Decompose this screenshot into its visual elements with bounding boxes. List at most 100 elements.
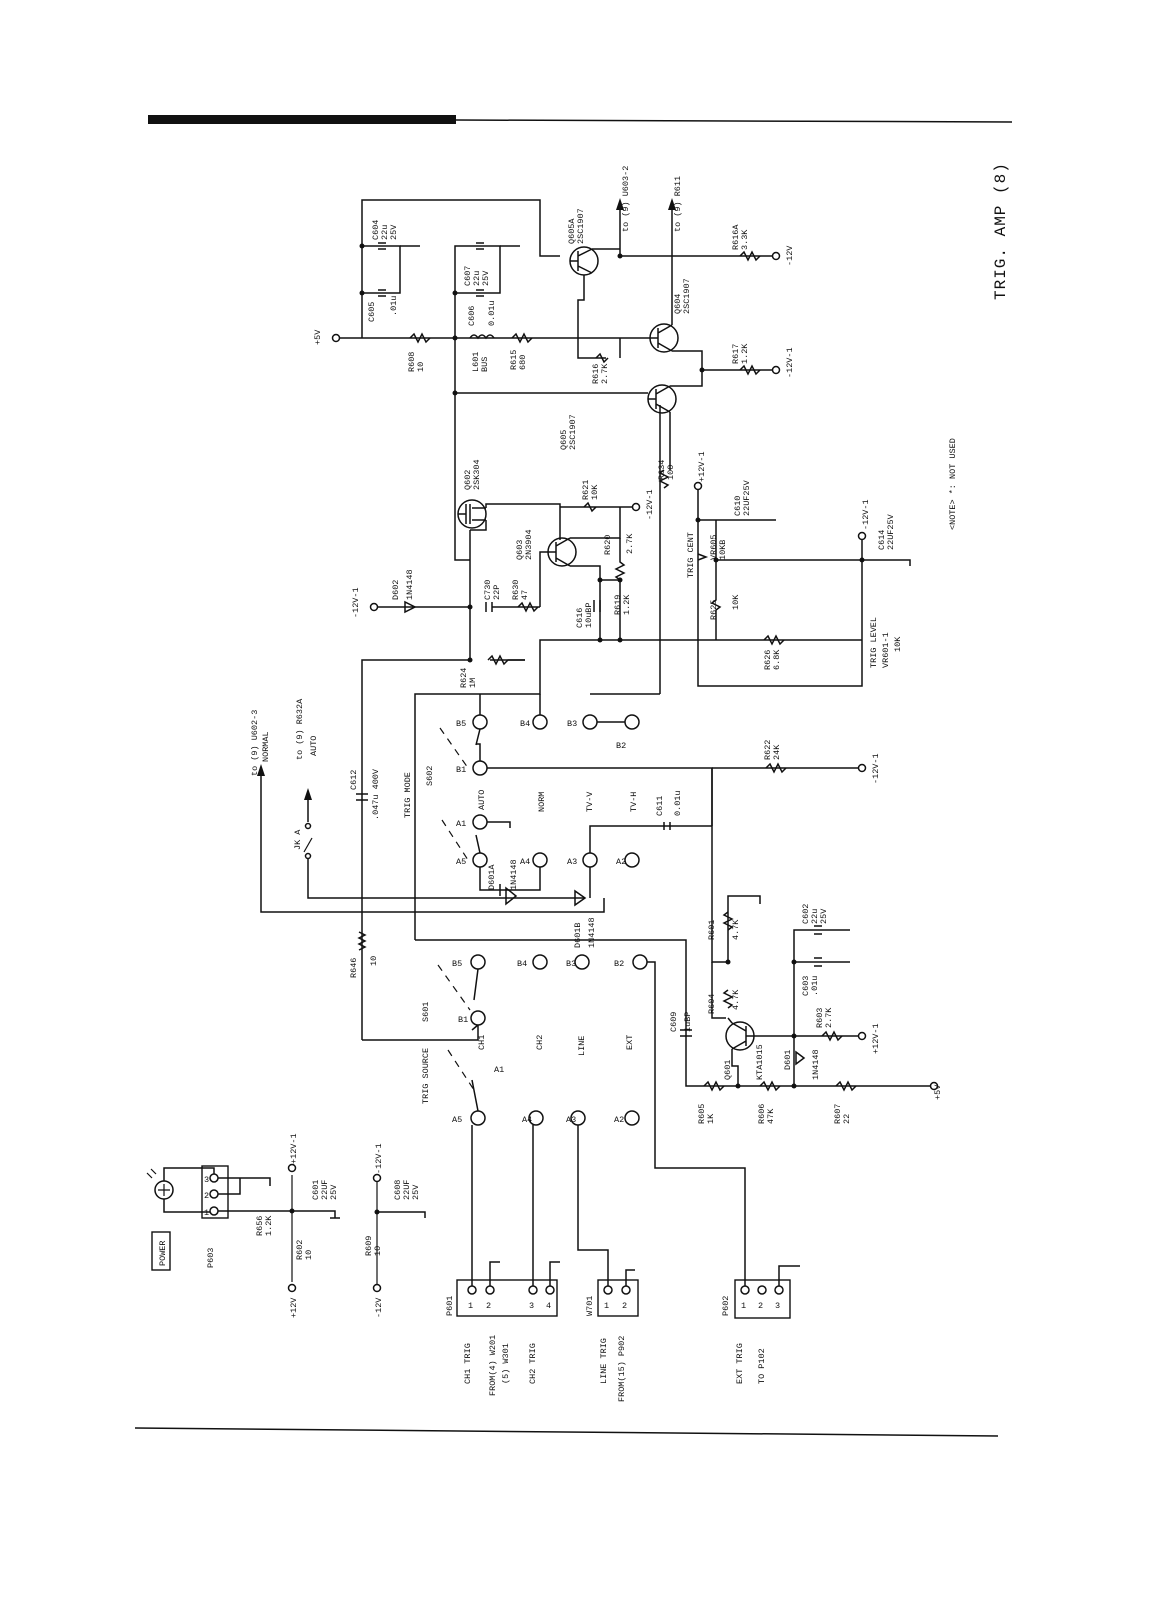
- svg-text:B2: B2: [614, 959, 624, 969]
- svg-text:R606: R606: [757, 1104, 767, 1124]
- svg-text:22u: 22u: [380, 225, 390, 240]
- svg-text:1K: 1K: [706, 1113, 716, 1124]
- svg-text:2.7K: 2.7K: [625, 533, 635, 554]
- svg-text:2: 2: [622, 1301, 627, 1311]
- svg-text:2SK304: 2SK304: [472, 459, 482, 490]
- svg-text:R602: R602: [295, 1240, 305, 1260]
- svg-text:2.7K: 2.7K: [600, 363, 610, 384]
- svg-text:R619: R619: [613, 595, 623, 615]
- svg-text:C608: C608: [393, 1180, 403, 1200]
- svg-text:TRIG LEVEL: TRIG LEVEL: [869, 617, 879, 668]
- svg-text:NORMAL: NORMAL: [261, 731, 271, 762]
- svg-text:2: 2: [758, 1301, 763, 1311]
- svg-text:47: 47: [520, 590, 530, 600]
- svg-text:FROM(15) P902: FROM(15) P902: [617, 1336, 627, 1402]
- svg-text:3: 3: [204, 1175, 209, 1185]
- svg-text:22UF25V: 22UF25V: [742, 479, 752, 516]
- svg-text:-12V-1: -12V-1: [861, 499, 871, 530]
- svg-text:2SC1907: 2SC1907: [682, 278, 692, 314]
- svg-text:6.8K: 6.8K: [772, 649, 782, 670]
- svg-text:A1: A1: [456, 819, 466, 829]
- svg-text:CH2 TRIG: CH2 TRIG: [528, 1343, 538, 1384]
- svg-text:+12V-1: +12V-1: [871, 1023, 881, 1054]
- svg-text:10uBP: 10uBP: [584, 602, 594, 628]
- svg-text:R656: R656: [255, 1216, 265, 1236]
- svg-text:B3: B3: [567, 719, 577, 729]
- power-label: POWER: [158, 1240, 168, 1266]
- svg-text:D601A: D601A: [487, 864, 497, 890]
- diode-d601b: [574, 889, 587, 907]
- svg-text:NORM: NORM: [537, 792, 547, 812]
- svg-text:R615: R615: [509, 350, 519, 370]
- svg-text:R620: R620: [603, 535, 613, 555]
- svg-text:to (9) U602-3: to (9) U602-3: [250, 710, 260, 776]
- q601-transistor: [725, 1021, 755, 1051]
- svg-text:1M: 1M: [468, 678, 478, 688]
- svg-text:KTA1015: KTA1015: [755, 1044, 765, 1080]
- svg-text:AUTO: AUTO: [477, 790, 487, 810]
- svg-text:0.01u: 0.01u: [673, 790, 683, 816]
- svg-text:R630: R630: [511, 580, 521, 600]
- svg-text:to (9) R632A: to (9) R632A: [295, 698, 305, 760]
- svg-text:C601: C601: [311, 1180, 321, 1200]
- svg-text:100: 100: [666, 465, 676, 480]
- svg-text:22u: 22u: [810, 909, 820, 924]
- p603-connector: [201, 1165, 229, 1219]
- svg-text:22UF25V: 22UF25V: [886, 513, 896, 550]
- svg-text:10K: 10K: [590, 484, 600, 500]
- p601-name: P601: [445, 1296, 455, 1316]
- svg-text:10K: 10K: [731, 594, 741, 610]
- switch-s601[interactable]: A5 A4 A3 A2 A1 B1 B5 B4 B3 B2: [437, 954, 648, 1126]
- svg-text:LINE TRIG: LINE TRIG: [599, 1338, 609, 1384]
- svg-text:22P: 22P: [492, 585, 502, 600]
- svg-text:C611: C611: [655, 796, 665, 816]
- svg-text:R609: R609: [364, 1236, 374, 1256]
- svg-text:+12V-1: +12V-1: [289, 1133, 299, 1164]
- svg-text:B1: B1: [456, 765, 466, 775]
- svg-text:2N3904: 2N3904: [524, 529, 534, 560]
- svg-text:2SC1907: 2SC1907: [568, 414, 578, 450]
- svg-text:1.2K: 1.2K: [264, 1215, 274, 1236]
- svg-text:VR605: VR605: [709, 534, 719, 560]
- svg-text:-12V: -12V: [785, 245, 795, 266]
- svg-text:L601: L601: [471, 352, 481, 372]
- svg-text:R621: R621: [581, 480, 591, 500]
- svg-text:+5V: +5V: [933, 1084, 943, 1100]
- svg-text:R634: R634: [657, 460, 667, 480]
- svg-text:R626: R626: [763, 650, 773, 670]
- svg-text:B1: B1: [458, 1015, 468, 1025]
- svg-text:A5: A5: [452, 1115, 462, 1125]
- svg-text:0.01u: 0.01u: [487, 300, 497, 326]
- svg-text:25V: 25V: [481, 270, 491, 286]
- svg-text:680: 680: [518, 355, 528, 370]
- svg-text:4: 4: [546, 1301, 551, 1311]
- q602-fet: [457, 499, 487, 529]
- svg-text:(5) W301: (5) W301: [501, 1343, 511, 1384]
- svg-text:1.2K: 1.2K: [622, 594, 632, 615]
- svg-text:R624: R624: [459, 668, 469, 688]
- svg-text:LINE: LINE: [577, 1036, 587, 1056]
- switch-s602[interactable]: A5 A4 A3 A2 A1 B1 B5 B4 B3 B2: [439, 714, 640, 868]
- svg-text:1uBP: 1uBP: [683, 1012, 693, 1032]
- diode-d601a: [505, 886, 518, 906]
- svg-text:TO P102: TO P102: [757, 1348, 767, 1384]
- svg-text:B2: B2: [616, 741, 626, 751]
- svg-text:EXT TRIG: EXT TRIG: [735, 1343, 745, 1384]
- svg-text:A3: A3: [567, 857, 577, 867]
- svg-text:.047u 400V: .047u 400V: [371, 768, 381, 820]
- svg-text:25V: 25V: [411, 1184, 421, 1200]
- svg-text:24K: 24K: [772, 744, 782, 760]
- svg-text:A3: A3: [566, 1115, 576, 1125]
- svg-text:3: 3: [529, 1301, 534, 1311]
- svg-text:R604: R604: [707, 994, 717, 1014]
- svg-text:JK A: JK A: [293, 829, 303, 850]
- svg-text:Q605A: Q605A: [567, 218, 577, 244]
- svg-text:A5: A5: [456, 857, 466, 867]
- svg-text:C602: C602: [801, 904, 811, 924]
- svg-text:S601: S601: [421, 1002, 431, 1022]
- svg-text:R601: R601: [707, 920, 717, 940]
- w701-name: W701: [585, 1296, 595, 1316]
- svg-text:R625: R625: [709, 600, 719, 620]
- w701-connector: [597, 1279, 639, 1317]
- svg-text:R617: R617: [731, 344, 741, 364]
